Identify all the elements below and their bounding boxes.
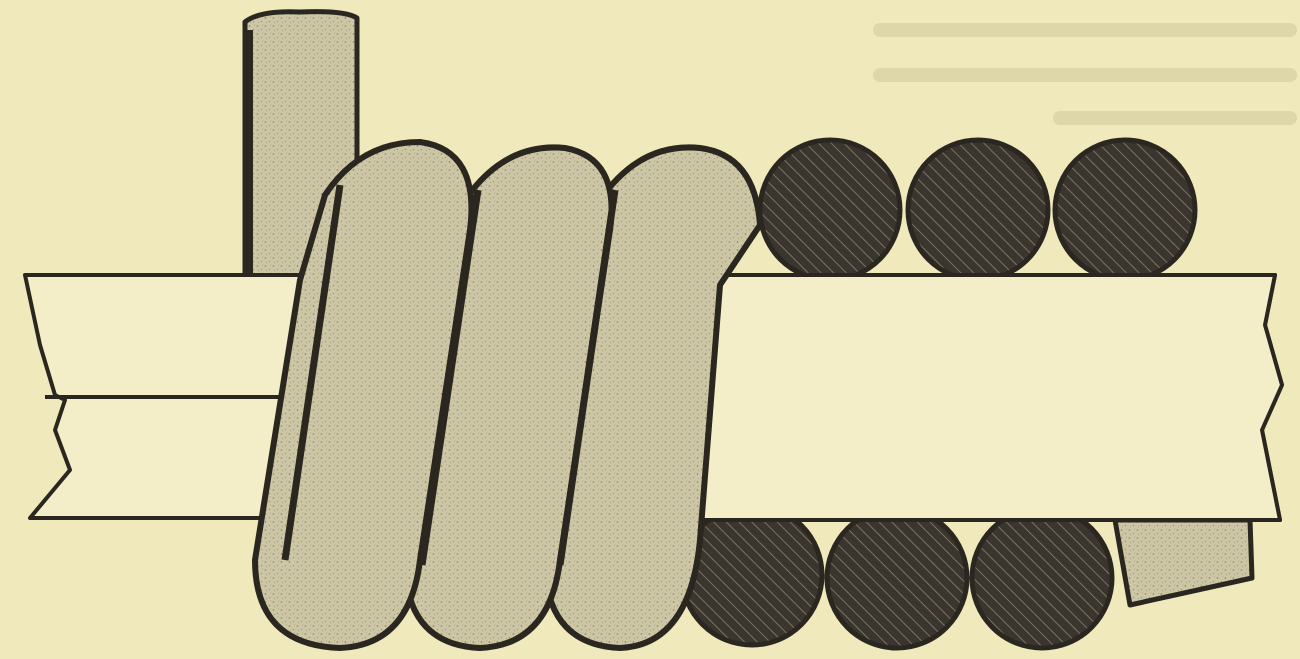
wire-tail bbox=[1115, 520, 1252, 605]
wire-cross-section-bottom-3 bbox=[972, 508, 1112, 648]
wire-cross-sections-bottom bbox=[682, 505, 1112, 648]
coil-form-right-face bbox=[700, 275, 1282, 520]
wire-cross-section-top-1 bbox=[760, 140, 900, 280]
wire-cross-section-bottom-2 bbox=[827, 508, 967, 648]
wire-cross-section-top-3 bbox=[1055, 140, 1195, 280]
coil-turns bbox=[255, 142, 760, 648]
wire-cross-sections-top bbox=[760, 140, 1195, 280]
wire-cross-section-top-2 bbox=[908, 140, 1048, 280]
background-paper-texture bbox=[880, 30, 1290, 118]
